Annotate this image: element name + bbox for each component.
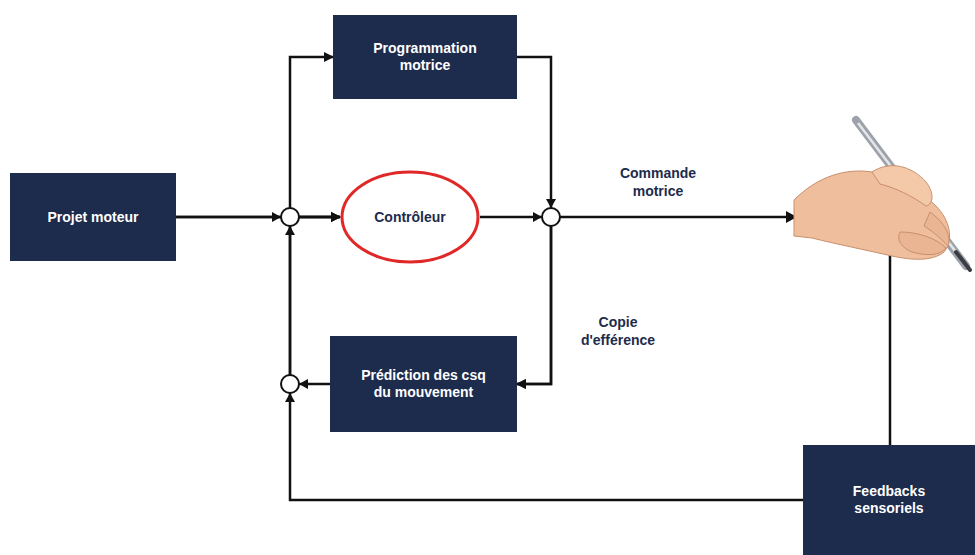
hand-finger bbox=[924, 212, 949, 246]
hand-illustration bbox=[794, 120, 970, 270]
process-box: Feedbacks sensoriels bbox=[803, 445, 975, 555]
arrow-head bbox=[285, 393, 295, 402]
arrow-head bbox=[533, 212, 542, 222]
node-text: Prédiction des csq du mouvement bbox=[352, 367, 495, 401]
node-text: Contrôleur bbox=[374, 209, 446, 226]
node-text: Feedbacks sensoriels bbox=[833, 483, 945, 517]
summing-junction bbox=[542, 208, 560, 226]
connector bbox=[176, 57, 333, 217]
node-text: Projet moteur bbox=[47, 209, 138, 226]
text-wrap: Feedbacks sensoriels bbox=[833, 483, 945, 517]
arrow-head bbox=[299, 379, 308, 389]
summing-junction bbox=[281, 375, 299, 393]
text-wrap: Prédiction des csq du mouvement bbox=[352, 367, 495, 401]
signal-label: Commande motrice bbox=[590, 163, 726, 201]
text-wrap: Programmation motrice bbox=[361, 40, 489, 74]
arrow-head bbox=[285, 226, 295, 235]
edge-label: Copie d'efférence bbox=[560, 312, 676, 350]
process-box: Programmation motrice bbox=[333, 15, 517, 99]
hand-thumb bbox=[872, 166, 932, 206]
ellipse-shape bbox=[342, 172, 478, 262]
summing-junction bbox=[281, 208, 299, 226]
process-box: Projet moteur bbox=[10, 173, 176, 261]
node-text: Programmation motrice bbox=[361, 40, 489, 74]
controller-ellipse: Contrôleur bbox=[340, 170, 480, 264]
arrow-head bbox=[546, 199, 556, 208]
command-line bbox=[560, 216, 788, 219]
connector bbox=[290, 217, 803, 500]
pen-tip bbox=[956, 252, 970, 270]
arrow-head bbox=[272, 212, 281, 222]
feedback-line bbox=[889, 255, 892, 445]
text-wrap: Projet moteur bbox=[47, 209, 138, 226]
process-box: Prédiction des csq du mouvement bbox=[330, 336, 517, 432]
text-wrap: Contrôleur bbox=[374, 209, 446, 226]
